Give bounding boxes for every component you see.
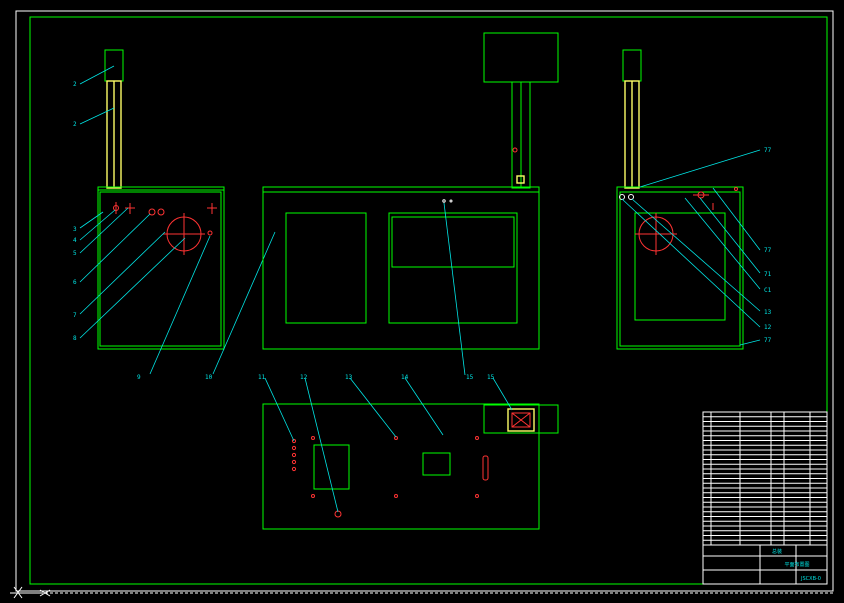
display-panel <box>483 32 559 83</box>
callout-label: 15 <box>487 374 495 381</box>
inner-frame <box>29 16 828 585</box>
callout-label: 4 <box>73 237 77 244</box>
parts-list-rows <box>703 416 827 541</box>
callout-label: 2 <box>73 81 77 88</box>
title-block: 总装 平面布置图 JSCXB-0 <box>702 411 828 585</box>
callout-label: C1 <box>764 287 772 294</box>
left-side-view <box>97 49 225 350</box>
title-block-name: 总装 <box>772 548 782 555</box>
callout-label: 12 <box>764 324 772 331</box>
bottom-callouts: 11 12 13 14 15 <box>258 374 513 513</box>
plan-outline <box>262 403 540 530</box>
edge-markers <box>10 586 833 599</box>
callout-label: 14 <box>401 374 409 381</box>
callout-label: 5 <box>73 250 77 257</box>
callout-label: 77 <box>764 337 772 344</box>
front-cabinet <box>262 186 540 350</box>
title-block-drawing-no: JSCXB-0 <box>800 576 821 582</box>
front-door-right <box>388 212 518 324</box>
callout-label: 3 <box>73 226 77 233</box>
callout-label: 9 <box>137 374 141 381</box>
callout-label: 71 <box>764 271 772 278</box>
front-door-left <box>285 212 367 324</box>
callout-label: 8 <box>73 335 77 342</box>
callout-label: 10 <box>205 374 213 381</box>
callout-label: 6 <box>73 279 77 286</box>
callout-label: 12 <box>300 374 308 381</box>
right-side-view <box>616 49 744 350</box>
callout-label: 2 <box>73 121 77 128</box>
callout-label: 11 <box>258 374 266 381</box>
outer-frame <box>15 10 834 592</box>
callout-label: 77 <box>764 147 772 154</box>
callout-label: 13 <box>345 374 353 381</box>
callout-label: 77 <box>764 247 772 254</box>
right-callouts: 77 77 71 C1 13 12 77 <box>621 147 772 346</box>
front-view <box>262 32 559 350</box>
callout-label: 13 <box>764 309 772 316</box>
left-callouts: 2 2 3 4 5 6 7 8 9 10 <box>73 65 276 381</box>
title-block-title: 平面布置图 <box>784 561 809 568</box>
callout-label: 15 <box>466 374 474 381</box>
plan-view <box>262 403 559 530</box>
callout-label: 7 <box>73 312 77 319</box>
